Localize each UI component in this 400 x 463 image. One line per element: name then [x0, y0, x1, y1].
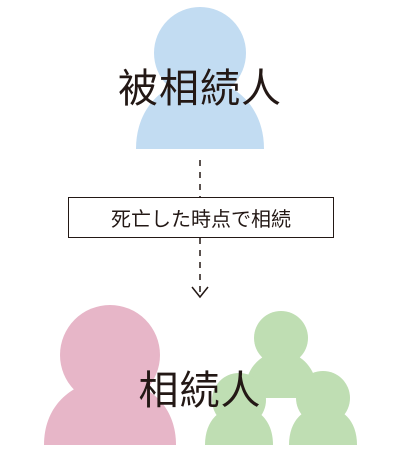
caption-text: 死亡した時点で相続	[111, 207, 291, 231]
caption-box: 死亡した時点で相続	[68, 197, 334, 238]
decedent-person-icon	[136, 7, 264, 149]
heir-main-person-icon	[44, 305, 176, 445]
heirs-label: 相続人	[138, 368, 262, 414]
heir-group-icon	[205, 311, 357, 445]
arrow-down-icon	[191, 286, 209, 299]
decedent-label: 被相続人	[118, 66, 282, 112]
